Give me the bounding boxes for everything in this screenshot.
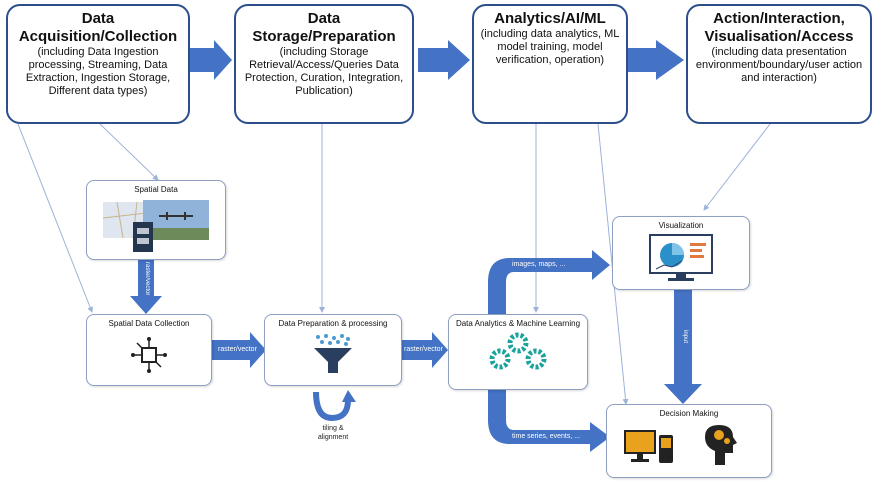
tiling-loop-arrow <box>313 391 351 422</box>
computer-brain-icon <box>624 425 737 465</box>
arrow-visual-to-decision <box>664 290 702 404</box>
node-spatial-data: Spatial Data <box>86 180 226 260</box>
edge-label-raster-vector-vertical: raster/vector <box>144 262 150 296</box>
arrow-ml-to-decision <box>488 386 610 452</box>
node-title: Data Analytics & Machine Learning <box>455 319 581 328</box>
node-spatial-collection: Spatial Data Collection <box>86 314 212 386</box>
edge-label-images-maps: images, maps, ... <box>512 261 566 268</box>
stage-body: (including Data Ingestion processing, St… <box>25 46 171 97</box>
arrow-prep-to-ml <box>402 332 448 368</box>
node-visualization: Visualization <box>612 216 750 290</box>
line-acq-to-collection <box>17 123 93 313</box>
node-title: Data Preparation & processing <box>278 319 388 328</box>
node-analytics: Data Analytics & Machine Learning <box>448 314 588 390</box>
gears-icon <box>489 332 547 370</box>
stage-title: Analytics/AI/ML <box>494 10 606 27</box>
stage-body: (including Storage Retrieval/Access/Quer… <box>244 46 404 97</box>
line-acq-to-spatial <box>99 123 159 181</box>
arrow-ml-to-visual <box>488 250 610 316</box>
stage-title: Data Storage/Preparation <box>252 10 396 45</box>
stage-body: (including data analytics, ML model trai… <box>480 28 620 66</box>
satellite-drone-image-icon <box>102 200 209 252</box>
arrow-stage3-to-4 <box>628 40 684 80</box>
node-title: Spatial Data <box>134 185 178 194</box>
edge-label-raster-vector-2: raster/vector <box>404 346 443 353</box>
node-title: Spatial Data Collection <box>108 319 190 328</box>
stage-body: (including data presentation environment… <box>695 46 863 84</box>
arrow-stage1-to-2 <box>190 40 232 80</box>
stage-title: Data Acquisition/Collection <box>18 10 178 45</box>
arrow-stage2-to-3 <box>418 40 470 80</box>
edge-label-input: input <box>682 330 688 344</box>
edge-label-tiling: tiling & alignment <box>317 425 349 441</box>
stage-title: Action/Interaction, Visualisation/Access <box>704 10 854 45</box>
line-action-to-visual <box>703 123 771 211</box>
stage-acquisition: Data Acquisition/Collection (including D… <box>6 4 190 124</box>
arrow-spatial-down <box>130 258 162 314</box>
node-title: Decision Making <box>659 409 719 418</box>
data-network-icon <box>131 337 167 373</box>
dashboard-monitor-icon <box>649 234 713 281</box>
edge-label-time-series: time series, events, ... <box>512 433 581 440</box>
node-preparation: Data Preparation & processing <box>264 314 402 386</box>
edge-label-raster-vector-1: raster/vector <box>218 346 257 353</box>
funnel-icon <box>314 334 352 373</box>
stage-storage: Data Storage/Preparation (including Stor… <box>234 4 414 124</box>
stage-action: Action/Interaction, Visualisation/Access… <box>686 4 872 124</box>
arrow-collection-to-prep <box>212 332 266 368</box>
node-decision: Decision Making <box>606 404 772 478</box>
stage-analytics: Analytics/AI/ML (including data analytic… <box>472 4 628 124</box>
node-title: Visualization <box>658 221 704 230</box>
